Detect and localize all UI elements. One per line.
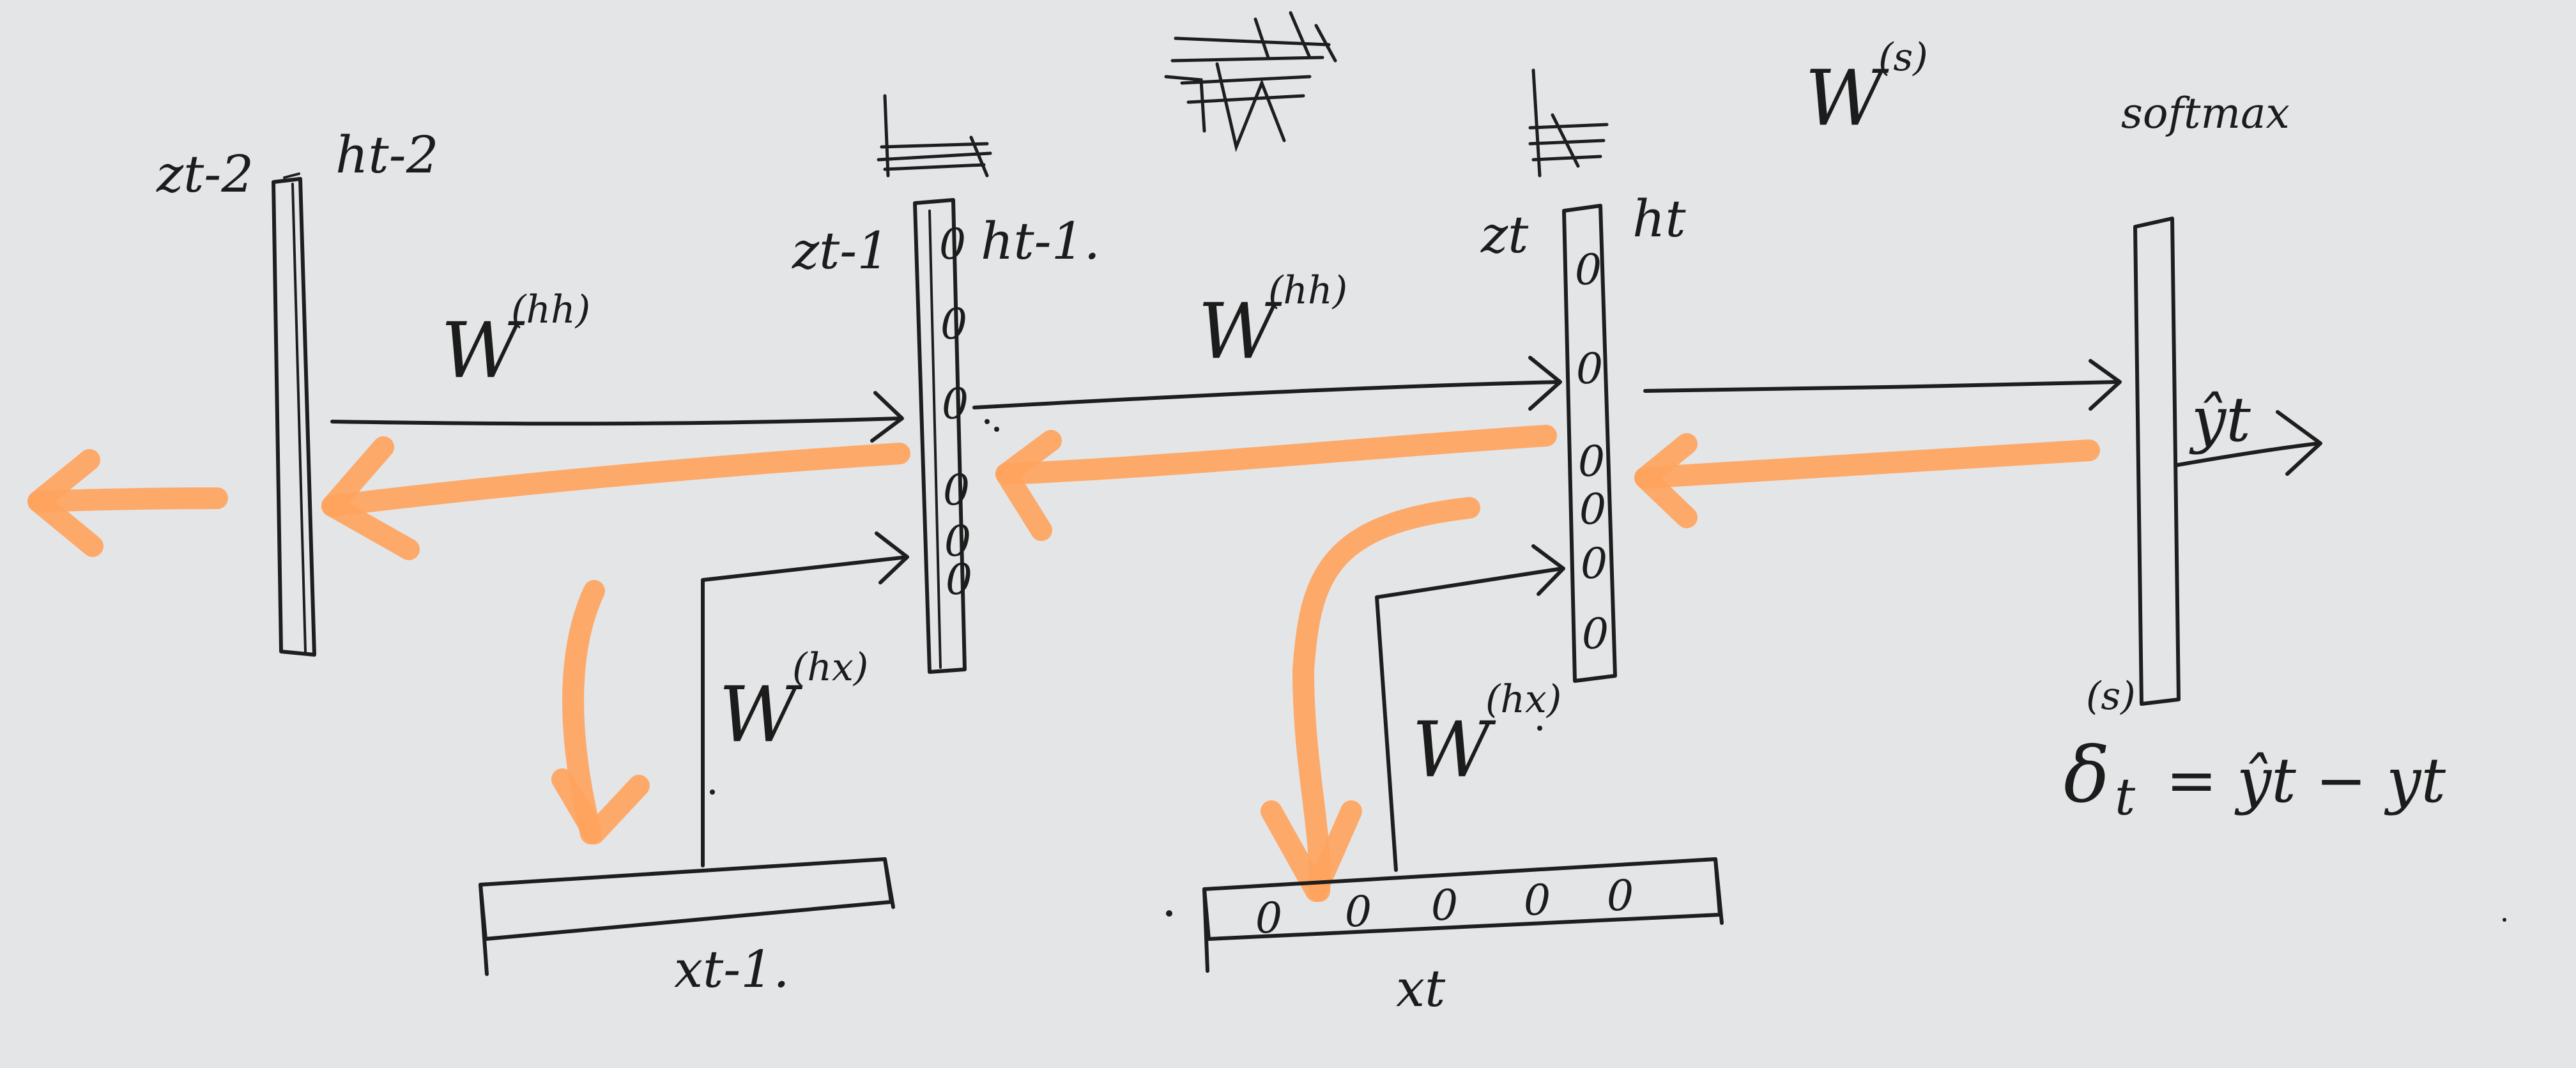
label-delta-sub: t: [2115, 767, 2136, 827]
label-delta-rhs: = ŷt − yt: [2166, 745, 2446, 816]
arrow-ht1-to-ht: [972, 380, 1561, 409]
label-z-t2: zt-2: [156, 144, 254, 204]
arrow-ht-to-softmax: [1643, 380, 2120, 393]
labels: zt-2 ht-2 zt-1 ht-1. zt ht W (hh) W (hh)…: [156, 35, 2446, 1018]
layer-h-t: [1562, 204, 1617, 683]
label-w-hh-mid: W: [1198, 287, 1282, 376]
label-y-hat-t: ŷt: [2189, 384, 2251, 455]
label-w-s-sup: (s): [1878, 35, 1928, 80]
gradient-arrow-ht-to-xt-head: [1261, 800, 1362, 902]
h-t1-unit: 0: [946, 555, 972, 604]
layer-h-t2: [272, 177, 316, 657]
layer-h-t-units: 0 0 0 0 0 0: [1575, 245, 1609, 659]
layer-softmax-output: [2133, 217, 2181, 706]
label-delta-sup: (s): [2086, 674, 2136, 719]
h-t1-unit: 0: [943, 466, 970, 515]
label-z-t: zt: [1480, 205, 1529, 264]
label-h-t2: ht-2: [335, 125, 439, 185]
label-w-hx-right-sup: (hx): [1485, 677, 1561, 722]
gradient-arrows: [27, 425, 2100, 902]
label-softmax: softmax: [2121, 89, 2290, 138]
stray-dots: [710, 419, 2506, 922]
dash-mark: [283, 172, 300, 179]
label-w-hx-right: W: [1412, 706, 1496, 795]
layer-x-t-units: 0 0 0 0 0: [1255, 871, 1634, 943]
gradient-arrow-ht1-to-xt1: [562, 580, 605, 844]
arrow-ht-to-softmax-head: [2089, 359, 2122, 411]
h-t1-unit: 0: [944, 517, 971, 566]
h-t1-unit: 0: [939, 220, 966, 269]
h-t-unit: 0: [1582, 609, 1609, 659]
arrow-xt-to-ht-head: [1531, 544, 1565, 596]
gradient-arrow-ht2-out-head: [27, 449, 103, 557]
h-t1-unit: 0: [942, 379, 969, 429]
label-x-t1: xt-1.: [674, 940, 790, 999]
label-h-t: ht: [1632, 189, 1687, 248]
scribble-above-h-t: [1528, 68, 1609, 178]
forward-arrows: [330, 356, 2322, 872]
layer-x-t1: [479, 857, 895, 976]
label-w-hh-mid-sup: (hh): [1268, 268, 1347, 313]
gradient-arrow-ht1-to-xt1-head: [551, 768, 650, 844]
label-z-t1: zt-1: [792, 221, 889, 280]
x-t-unit: 0: [1345, 887, 1372, 936]
gradient-arrow-softmax-to-ht-head: [1634, 433, 1698, 528]
label-w-hh-left-sup: (hh): [511, 287, 590, 332]
scribble-above-h-t1: [877, 94, 992, 178]
label-x-t: xt: [1396, 959, 1446, 1018]
arrow-ht2-to-ht1: [330, 416, 903, 426]
h-t-unit: 0: [1578, 437, 1605, 486]
label-w-hx-left: W: [719, 671, 803, 759]
arrow-softmax-output: [2175, 441, 2321, 467]
arrow-ht1-to-ht-head: [1528, 356, 1562, 411]
layer-x-t: [1202, 857, 1724, 973]
gradient-arrow-ht2-out: [27, 487, 228, 512]
gradient-arrow-ht-to-ht1-head: [995, 430, 1062, 541]
arrow-xt-to-ht: [1375, 567, 1564, 872]
gradient-arrow-ht1-to-ht2-head: [321, 436, 420, 560]
gradient-arrow-ht-to-xt: [1292, 497, 1480, 902]
gradient-arrow-softmax-to-ht: [1634, 439, 2100, 489]
x-t-unit: 0: [1524, 876, 1551, 925]
x-t-unit: 0: [1607, 871, 1634, 920]
label-w-hh-left: W: [441, 307, 525, 395]
gradient-arrow-ht-to-ht1: [995, 425, 1557, 485]
layer-h-t1-units: 0 0 0 0 0 0: [939, 220, 972, 604]
gradient-arrow-ht1-to-ht2: [321, 443, 910, 517]
arrow-ht2-to-ht1-head: [870, 391, 904, 443]
x-t-unit: 0: [1431, 881, 1458, 930]
arrow-xt1-to-ht1-head: [875, 531, 909, 584]
crossed-out-scribbles: [877, 11, 1609, 178]
scribble-w-hh-top: [1164, 11, 1337, 153]
label-w-hx-left-sup: (hx): [792, 645, 868, 690]
label-delta: δ: [2064, 731, 2110, 820]
arrow-xt1-to-ht1: [701, 555, 909, 867]
h-t-unit: 0: [1576, 344, 1603, 393]
x-t-unit: 0: [1255, 894, 1282, 943]
h-t-unit: 0: [1575, 245, 1602, 294]
label-h-t1: ht-1.: [981, 211, 1100, 271]
h-t-unit: 0: [1581, 539, 1607, 588]
label-w-s: W: [1805, 54, 1889, 143]
h-t1-unit: 0: [940, 300, 967, 349]
h-t-unit: 0: [1579, 485, 1606, 534]
arrow-softmax-output-head: [2276, 410, 2322, 476]
layer-h-t1: [913, 198, 967, 674]
